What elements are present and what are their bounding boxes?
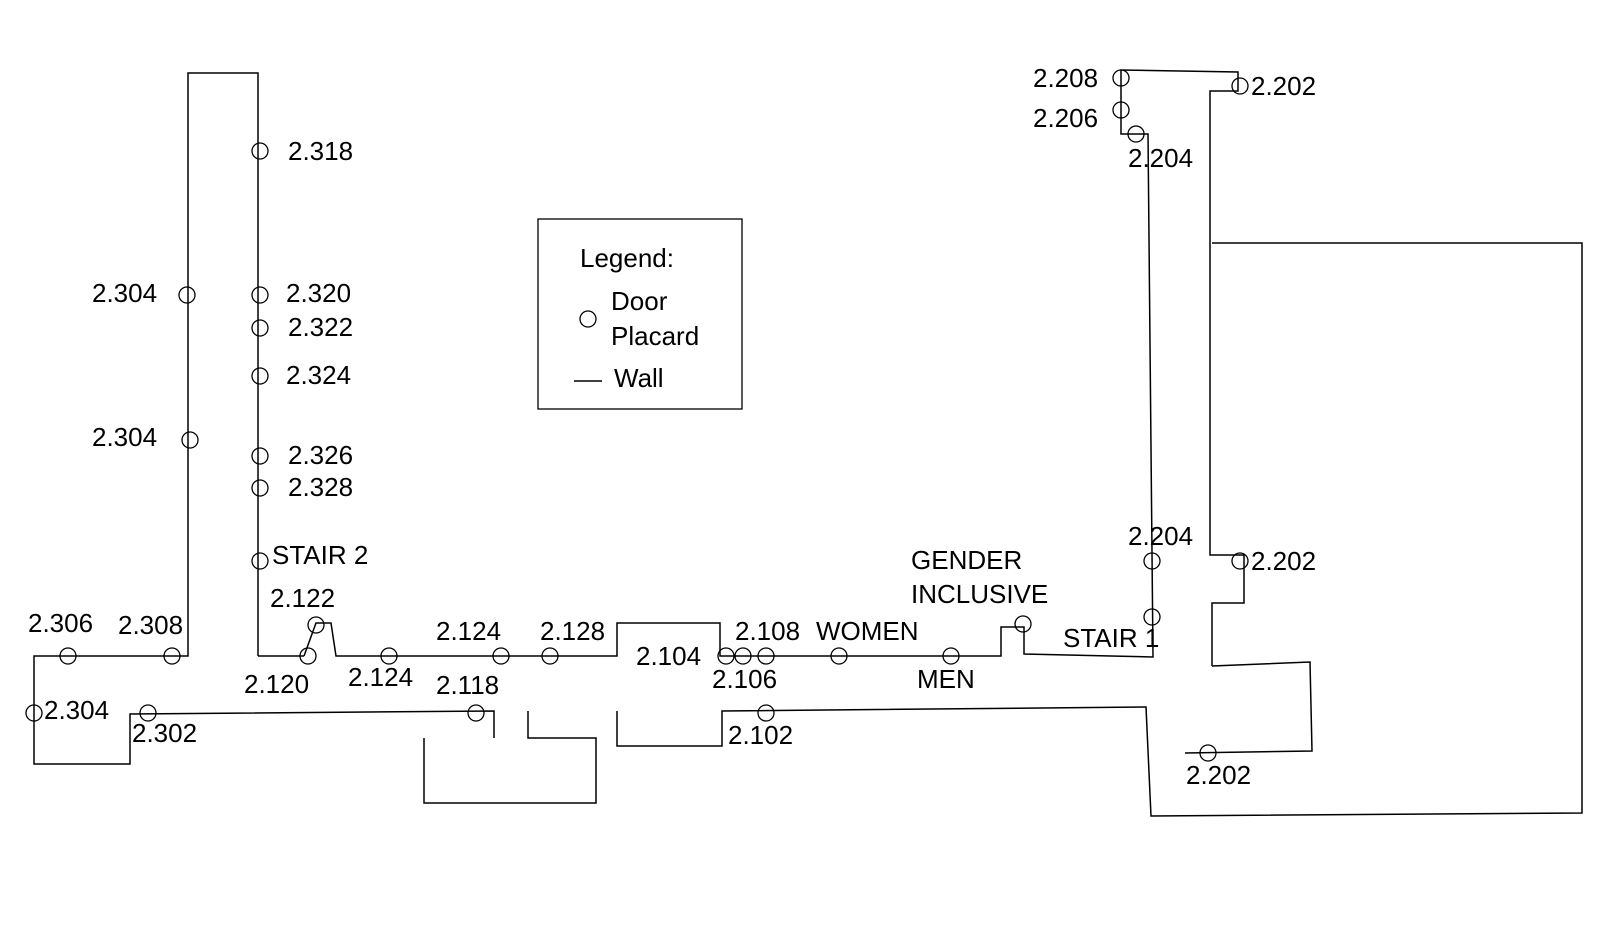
placard-2102 (757, 704, 775, 722)
legend-placard-label: Placard (611, 321, 699, 351)
label-women: WOMEN (816, 616, 919, 646)
placard-2318 (251, 142, 269, 160)
placard-2326 (251, 447, 269, 465)
label-2128: 2.128 (540, 616, 605, 646)
label-2124-bottom: 2.124 (348, 662, 413, 692)
wall-south-mid (616, 242, 1583, 817)
placard-women (830, 647, 848, 665)
placard-2106 (734, 647, 752, 665)
legend-title: Legend: (580, 243, 674, 273)
label-2326: 2.326 (288, 440, 353, 470)
wall-east-room (1184, 661, 1313, 754)
legend-placard-symbol (579, 310, 597, 328)
placard-2322 (251, 319, 269, 337)
label-2304-b: 2.304 (92, 422, 157, 452)
label-2318: 2.318 (288, 136, 353, 166)
label-2202-bottom: 2.202 (1186, 760, 1251, 790)
placard-2104 (717, 647, 735, 665)
label-2304-c: 2.304 (44, 695, 109, 725)
placard-2202-bottom (1199, 744, 1217, 762)
placard-2124-top (492, 647, 510, 665)
placards (25, 69, 1249, 762)
placard-2208 (1112, 69, 1130, 87)
placard-stair1 (1143, 608, 1161, 626)
legend-box (537, 218, 743, 410)
wall-west-wing (33, 72, 495, 765)
placard-gender-inclusive (1014, 615, 1032, 633)
placard-2202-top (1231, 77, 1249, 95)
placard-men (942, 647, 960, 665)
label-2328: 2.328 (288, 472, 353, 502)
placard-2120 (299, 647, 317, 665)
placard-2118 (467, 704, 485, 722)
label-men: MEN (917, 664, 975, 694)
wall-north-corridor (303, 69, 1245, 666)
label-2108: 2.108 (735, 616, 800, 646)
placard-2324 (251, 367, 269, 385)
label-2104: 2.104 (636, 641, 701, 671)
label-2202-top: 2.202 (1251, 71, 1316, 101)
placard-2108 (757, 647, 775, 665)
label-gender-line2: INCLUSIVE (911, 579, 1048, 609)
label-2320: 2.320 (286, 278, 351, 308)
label-2208: 2.208 (1033, 63, 1098, 93)
label-2124-top: 2.124 (436, 616, 501, 646)
label-2324: 2.324 (286, 360, 351, 390)
label-stair2: STAIR 2 (272, 540, 368, 570)
label-2204-mid: 2.204 (1128, 521, 1193, 551)
placard-2328 (251, 479, 269, 497)
label-stair1: STAIR 1 (1063, 623, 1159, 653)
placard-stair2 (251, 552, 269, 570)
label-2120: 2.120 (244, 669, 309, 699)
label-2206: 2.206 (1033, 103, 1098, 133)
label-2204-top: 2.204 (1128, 143, 1193, 173)
placard-2128 (541, 647, 559, 665)
label-2122: 2.122 (270, 583, 335, 613)
legend-door-label: Door (611, 286, 668, 316)
placard-2304-c (25, 704, 43, 722)
placard-2202-mid (1231, 552, 1249, 570)
placard-2124-bottom (380, 647, 398, 665)
room-labels: 2.318 2.304 2.320 2.322 2.324 2.304 2.32… (28, 63, 1316, 790)
label-2306: 2.306 (28, 608, 93, 638)
placard-2306 (59, 647, 77, 665)
walls (33, 69, 1583, 817)
label-gender-line1: GENDER (911, 545, 1022, 575)
label-2308: 2.308 (118, 610, 183, 640)
label-2106: 2.106 (712, 664, 777, 694)
legend: Legend: Door Placard Wall (537, 218, 743, 410)
legend-wall-label: Wall (614, 363, 664, 393)
placard-2304-a (178, 286, 196, 304)
label-2304-a: 2.304 (92, 278, 157, 308)
placard-2206 (1112, 101, 1130, 119)
placard-2204-mid (1143, 552, 1161, 570)
placard-2308 (163, 647, 181, 665)
placard-2320 (251, 286, 269, 304)
label-2102: 2.102 (728, 720, 793, 750)
placard-2304-b (181, 431, 199, 449)
placard-2122 (307, 616, 325, 634)
placard-2302 (139, 704, 157, 722)
label-2118: 2.118 (436, 670, 499, 700)
wall-south-corridor (423, 711, 597, 804)
label-2322: 2.322 (288, 312, 353, 342)
label-2202-mid: 2.202 (1251, 546, 1316, 576)
placard-2204-top (1127, 125, 1145, 143)
label-2302: 2.302 (132, 718, 197, 748)
